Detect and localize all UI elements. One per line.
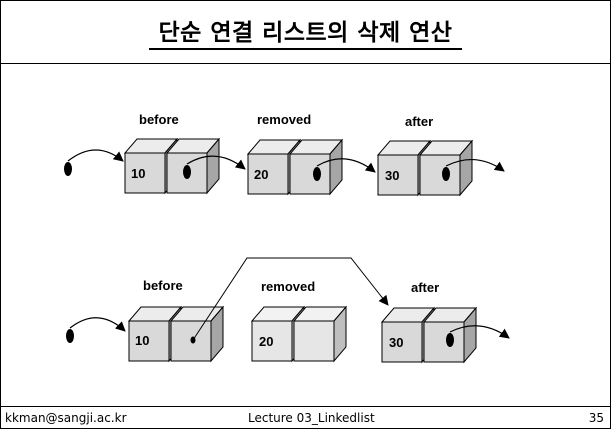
- top-link-2-arrow: [316, 158, 376, 173]
- top-node-after-value: 30: [385, 168, 399, 183]
- bottom-node-after: [380, 306, 478, 364]
- bottom-head-arrow: [69, 317, 126, 332]
- slide-title: 단순 연결 리스트의 삭제 연산: [158, 20, 453, 46]
- footer-page-number: 35: [588, 411, 604, 425]
- bottom-link-3-dot: [446, 333, 454, 347]
- bottom-label-removed: removed: [261, 279, 315, 294]
- bottom-head-pointer: [66, 329, 74, 343]
- bottom-label-after: after: [411, 280, 439, 295]
- bottom-label-before: before: [143, 278, 183, 293]
- bottom-node-after-value: 30: [389, 335, 403, 350]
- top-node-removed: [246, 138, 344, 196]
- top-label-removed: removed: [257, 112, 311, 127]
- top-node-before: [123, 137, 221, 195]
- footer-email: kkman@sangji.ac.kr: [5, 411, 127, 425]
- bottom-tail-arrow: [449, 325, 510, 339]
- bottom-bypass-link: [192, 257, 389, 341]
- top-head-pointer: [64, 162, 72, 176]
- top-link-1-arrow: [186, 155, 246, 170]
- top-label-after: after: [405, 114, 433, 129]
- bottom-node-before-value: 10: [135, 333, 149, 348]
- linked-list-diagram: before removed after 10 20: [64, 112, 510, 364]
- top-node-after: [376, 139, 474, 197]
- bottom-node-removed-value: 20: [259, 334, 273, 349]
- title-underline: [149, 48, 462, 50]
- top-link-3-dot: [442, 167, 450, 181]
- top-node-before-value: 10: [131, 166, 145, 181]
- title-bar: 단순 연결 리스트의 삭제 연산: [1, 1, 610, 64]
- bottom-node-removed: [250, 305, 348, 363]
- footer-lecture: Lecture 03_Linkedlist: [248, 411, 375, 425]
- top-link-1-dot: [183, 165, 191, 179]
- top-tail-arrow: [445, 158, 505, 172]
- top-node-removed-value: 20: [254, 167, 268, 182]
- top-head-arrow: [67, 149, 124, 162]
- top-label-before: before: [139, 112, 179, 127]
- top-link-2-dot: [313, 167, 321, 181]
- slide-footer: kkman@sangji.ac.kr Lecture 03_Linkedlist…: [1, 406, 610, 429]
